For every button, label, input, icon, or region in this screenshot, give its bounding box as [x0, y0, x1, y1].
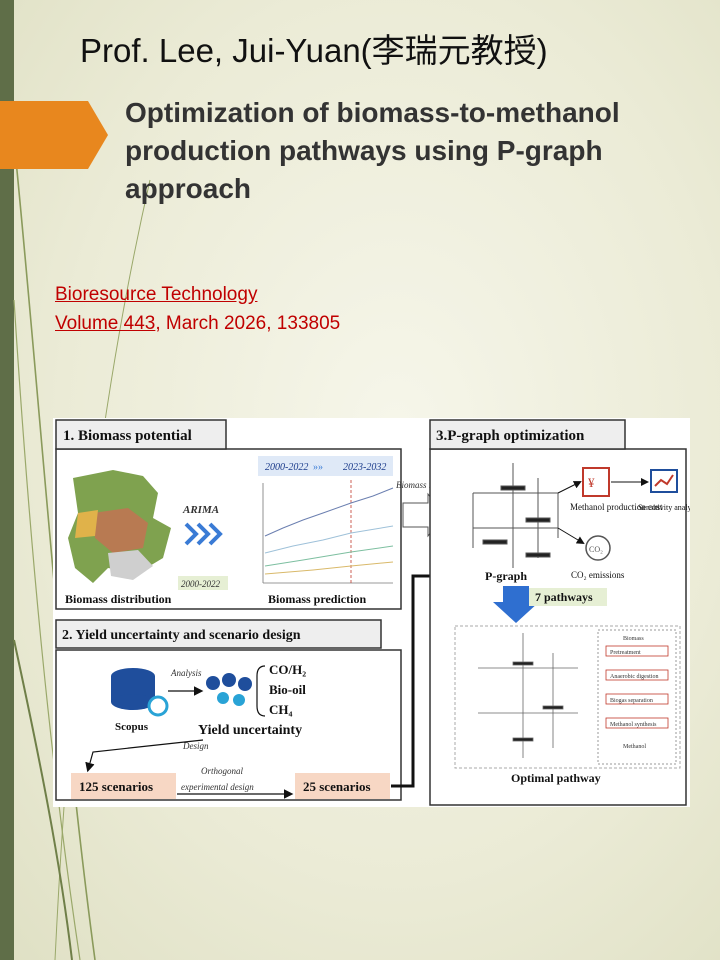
- to-cost-arrow: [557, 481, 582, 494]
- scenarios-all-box: [71, 773, 176, 799]
- analysis-label: Analysis: [170, 668, 202, 678]
- design-arrow: [85, 739, 204, 773]
- forecast-chevrons-icon: [184, 522, 223, 546]
- emissions-label: CO₂ emissions: [571, 570, 625, 580]
- panel3-heading: 3.P-graph optimization: [436, 428, 585, 444]
- chart-caption: Biomass prediction: [268, 592, 366, 606]
- step-3: Biogas separation: [610, 698, 653, 704]
- product-2: CH₄: [269, 702, 293, 717]
- svg-text:CO₂: CO₂: [589, 545, 603, 554]
- optimal-network: [478, 633, 578, 758]
- design-label: Design: [182, 741, 209, 751]
- step-1: Pretreatment: [610, 650, 641, 656]
- step-4: Methanol synthesis: [610, 722, 657, 728]
- products-bracket: [256, 665, 266, 717]
- pathways-badge-bg: [529, 588, 607, 606]
- panel1-heading-box: [55, 419, 227, 450]
- period-predicted: 2023-2032: [343, 462, 386, 473]
- scenarios-sel-box: [295, 773, 390, 799]
- svg-text:¥: ¥: [588, 475, 595, 490]
- sensitivity-label: Sensitivity analysis: [638, 503, 690, 512]
- reference-block: Bioresource Technology Volume 443, March…: [55, 280, 340, 338]
- sensitivity-chart-icon: [650, 469, 678, 493]
- co2-cloud-icon: CO₂: [585, 535, 611, 561]
- panel1-heading: 1. Biomass potential: [63, 428, 192, 444]
- period-banner: [258, 456, 393, 476]
- arima-label: ARIMA: [182, 504, 219, 516]
- product-1: Bio-oil: [269, 682, 306, 697]
- pathway-steps: Biomass Pretreatment Anaerobic digestion…: [597, 629, 677, 765]
- product-0: CO/H₂: [269, 662, 306, 677]
- map-years: 2000-2022: [181, 579, 220, 589]
- panel3-heading-box: [429, 419, 626, 450]
- cost-icon: ¥: [582, 467, 610, 497]
- graphical-abstract: 1. Biomass potential ARIMA 2000-2022 Bio…: [53, 418, 690, 807]
- volume-link[interactable]: Volume 443: [55, 313, 156, 334]
- sidebar-stripe: [0, 0, 14, 960]
- biomass-map: [68, 470, 171, 583]
- panel2-heading: 2. Yield uncertainty and scenario design: [62, 628, 301, 643]
- pgraph-network: [472, 463, 559, 568]
- optimal-label: Optimal pathway: [511, 771, 601, 785]
- scenarios-all: 125 scenarios: [79, 779, 153, 794]
- map-years-bg: [178, 576, 228, 590]
- scenarios-selected: 25 scenarios: [303, 779, 371, 794]
- molecule-icon: [206, 673, 252, 706]
- period-arrows: »»: [313, 462, 323, 473]
- step-0: Biomass: [623, 636, 644, 642]
- pathways-badge: 7 pathways: [535, 590, 593, 604]
- uncertainty-label: Yield uncertainty: [198, 723, 302, 738]
- step-2: Anaerobic digestion: [610, 674, 659, 680]
- step-5: Methanol: [623, 744, 646, 750]
- orthogonal-label: Orthogonal: [201, 766, 244, 776]
- graphical-abstract-svg: 1. Biomass potential ARIMA 2000-2022 Bio…: [55, 419, 690, 806]
- scopus-database-icon: [111, 668, 169, 717]
- map-caption: Biomass distribution: [65, 592, 172, 606]
- prediction-chart: [262, 480, 394, 584]
- volume-details: , March 2026, 133805: [155, 313, 341, 334]
- pgraph-down-arrow: [493, 586, 539, 623]
- biomass-input-label: Biomass input: [396, 480, 448, 490]
- period-historical: 2000-2022: [265, 462, 308, 473]
- to-emissions-arrow: [557, 527, 585, 545]
- journal-link[interactable]: Bioresource Technology: [55, 284, 258, 305]
- cost-label: Methanol production cost: [570, 502, 663, 512]
- scopus-label: Scopus: [115, 721, 149, 733]
- experimental-label: experimental design: [181, 782, 254, 792]
- accent-arrow-tab: [0, 101, 108, 169]
- slide-title: Prof. Lee, Jui-Yuan(李瑞元教授): [80, 32, 548, 69]
- panel2-heading-box: [55, 619, 382, 649]
- pgraph-label: P-graph: [485, 569, 527, 583]
- slide-subtitle: Optimization of biomass-to-methanol prod…: [125, 97, 620, 204]
